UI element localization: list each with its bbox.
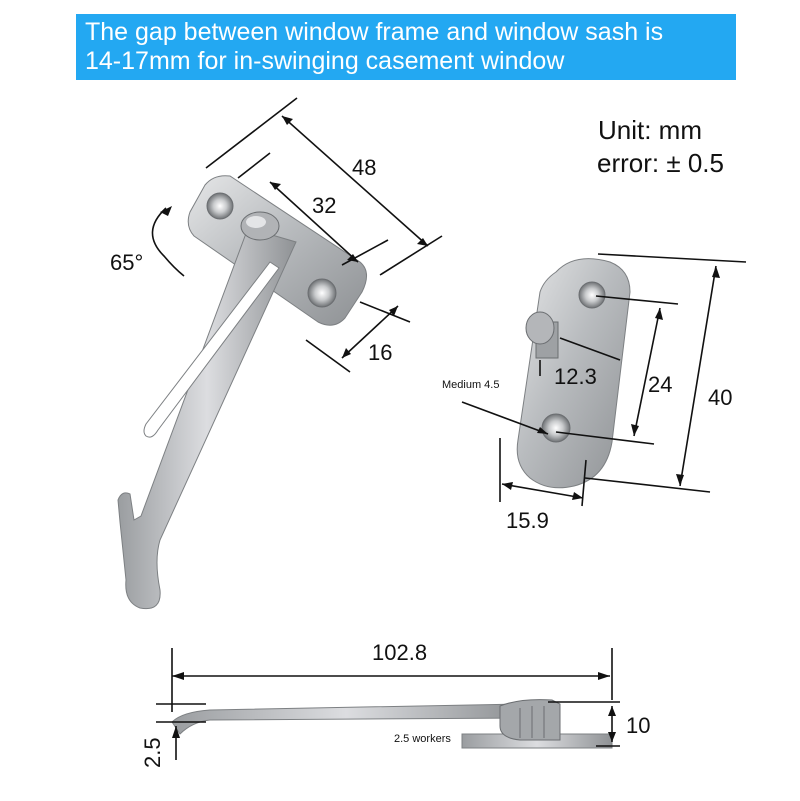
dim-48: 48 xyxy=(352,155,376,180)
arm-dimension-lines xyxy=(151,97,443,373)
dim-10: 10 xyxy=(626,713,650,738)
side-view-hinge xyxy=(499,699,561,741)
keeper-pin-head xyxy=(525,311,555,345)
dim-16: 16 xyxy=(368,340,392,365)
hole-size-note: Medium 4.5 xyxy=(442,379,499,391)
dim-24: 24 xyxy=(648,372,672,397)
title-banner: The gap between window frame and window … xyxy=(76,14,736,80)
thickness-note: 2.5 workers xyxy=(394,733,451,745)
unit-label: Unit: mm xyxy=(598,115,702,145)
dim-12-3: 12.3 xyxy=(554,364,597,389)
side-arrowheads xyxy=(172,672,616,742)
error-label: error: ± 0.5 xyxy=(597,148,724,178)
arm-screw-hole-1 xyxy=(206,192,234,220)
dim-2-5: 2.5 xyxy=(140,737,165,768)
dim-15-9: 15.9 xyxy=(506,508,549,533)
dim-32: 32 xyxy=(312,193,336,218)
plate-arrowheads xyxy=(502,266,720,500)
arm-screw-hole-2 xyxy=(307,278,337,308)
banner-line-1: The gap between window frame and window … xyxy=(85,18,664,46)
banner-line-2: 14-17mm for in-swinging casement window xyxy=(85,47,565,75)
arm-arrowheads xyxy=(160,116,428,358)
side-view xyxy=(171,699,613,749)
keeper-screw-hole-2 xyxy=(541,413,571,443)
hook-arm-bracket xyxy=(117,175,367,610)
dim-40: 40 xyxy=(708,385,732,410)
side-dimension-lines xyxy=(156,648,620,760)
keeper-plate xyxy=(516,258,631,489)
arm-slot xyxy=(143,261,280,438)
side-view-arm xyxy=(171,703,521,735)
keeper-screw-hole-1 xyxy=(578,281,606,309)
plate-dimension-lines xyxy=(461,253,747,507)
slotted-arm xyxy=(117,227,297,610)
angle-65: 65° xyxy=(110,250,143,275)
dim-102-8: 102.8 xyxy=(372,640,427,665)
